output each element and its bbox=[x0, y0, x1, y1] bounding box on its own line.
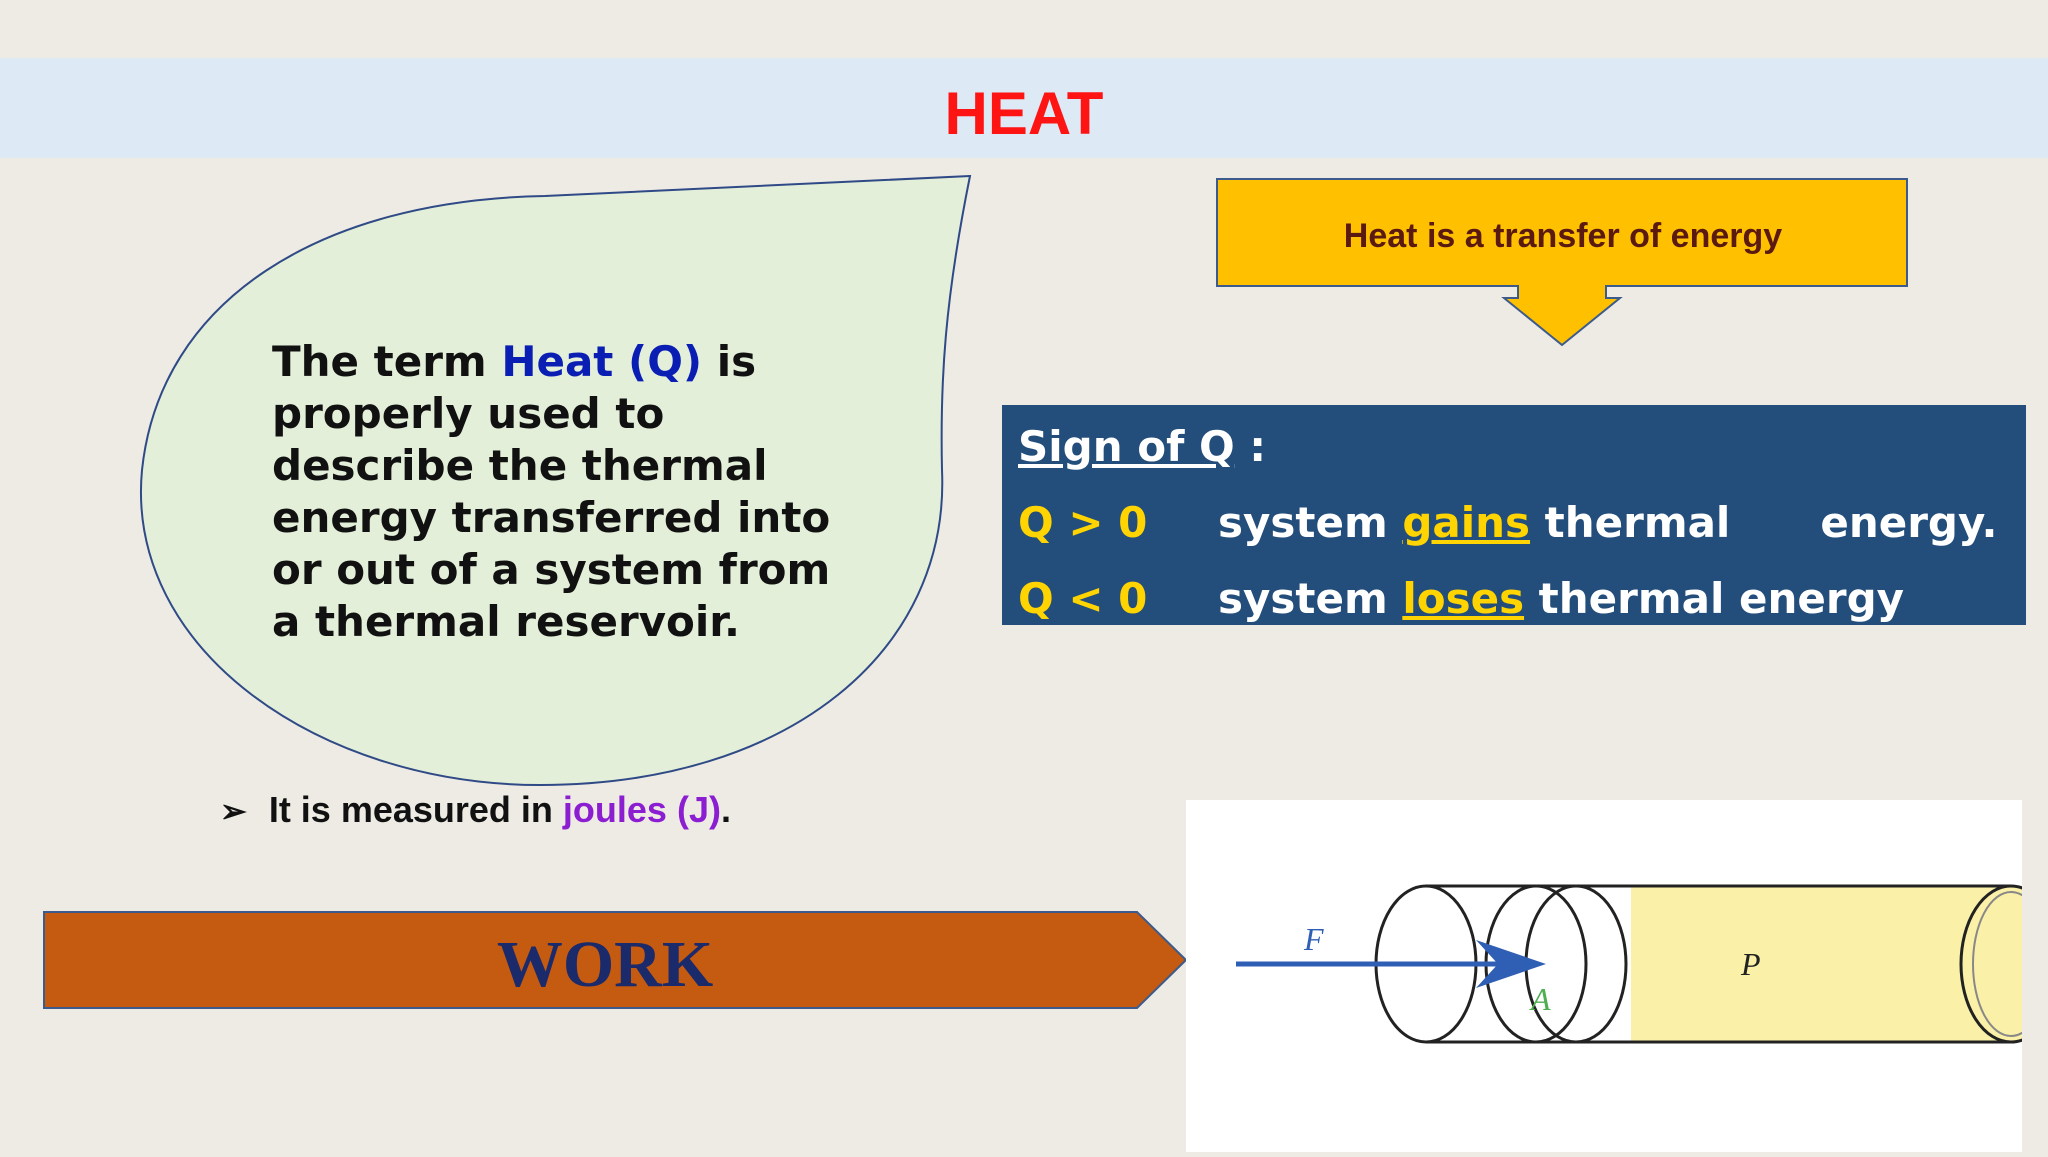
bullet-suffix: . bbox=[720, 789, 731, 830]
definition-suffix: is properly used to describe the thermal… bbox=[272, 337, 831, 646]
q-negative-symbol: Q < 0 bbox=[1018, 574, 1148, 623]
work-label: WORK bbox=[496, 928, 714, 1001]
q-positive-end: energy. bbox=[1820, 498, 1998, 547]
callout-shape bbox=[1216, 178, 1908, 347]
sign-heading-colon: : bbox=[1234, 422, 1267, 471]
q-positive-symbol: Q > 0 bbox=[1018, 498, 1148, 547]
measurement-bullet: ➢ It is measured in joules (J). bbox=[220, 784, 731, 837]
q-positive-pre: system bbox=[1218, 498, 1403, 547]
definition-term: Heat (Q) bbox=[501, 337, 703, 386]
callout-text: Heat is a transfer of energy bbox=[1343, 217, 1783, 255]
sign-row-negative: Q < 0 system loses thermal energy bbox=[1018, 569, 1904, 629]
pressure-label: P bbox=[1740, 946, 1761, 982]
bullet-prefix: It is measured in bbox=[268, 789, 563, 830]
heat-definition: The term Heat (Q) is properly used to de… bbox=[272, 336, 832, 648]
sign-of-q-box: Sign of Q : Q > 0 system gains thermal ene… bbox=[1002, 405, 2026, 625]
piston-diagram: F A P bbox=[1186, 800, 2048, 1152]
bullet-arrow-icon: ➢ bbox=[220, 793, 247, 829]
force-label: F bbox=[1303, 921, 1324, 957]
sign-heading: Sign of Q : bbox=[1018, 417, 1266, 477]
work-arrow-shape bbox=[43, 911, 1188, 1009]
teardrop-shape bbox=[139, 174, 972, 787]
bullet-unit: joules (J) bbox=[562, 789, 721, 830]
q-negative-post: thermal energy bbox=[1524, 574, 1905, 623]
q-positive-key: gains bbox=[1402, 498, 1531, 547]
sign-heading-text: Sign of Q bbox=[1018, 422, 1235, 471]
definition-prefix: The term bbox=[272, 337, 502, 386]
piston-cylinder-illustration: F A P bbox=[1236, 884, 2048, 1044]
q-negative-pre: system bbox=[1218, 574, 1403, 623]
q-negative-key: loses bbox=[1402, 574, 1525, 623]
area-label: A bbox=[1529, 981, 1551, 1017]
slide-title: HEAT bbox=[944, 80, 1104, 147]
title-band bbox=[0, 58, 2048, 158]
q-positive-post: thermal bbox=[1530, 498, 1731, 547]
sign-row-positive: Q > 0 system gains thermal energy. bbox=[1018, 493, 1997, 553]
